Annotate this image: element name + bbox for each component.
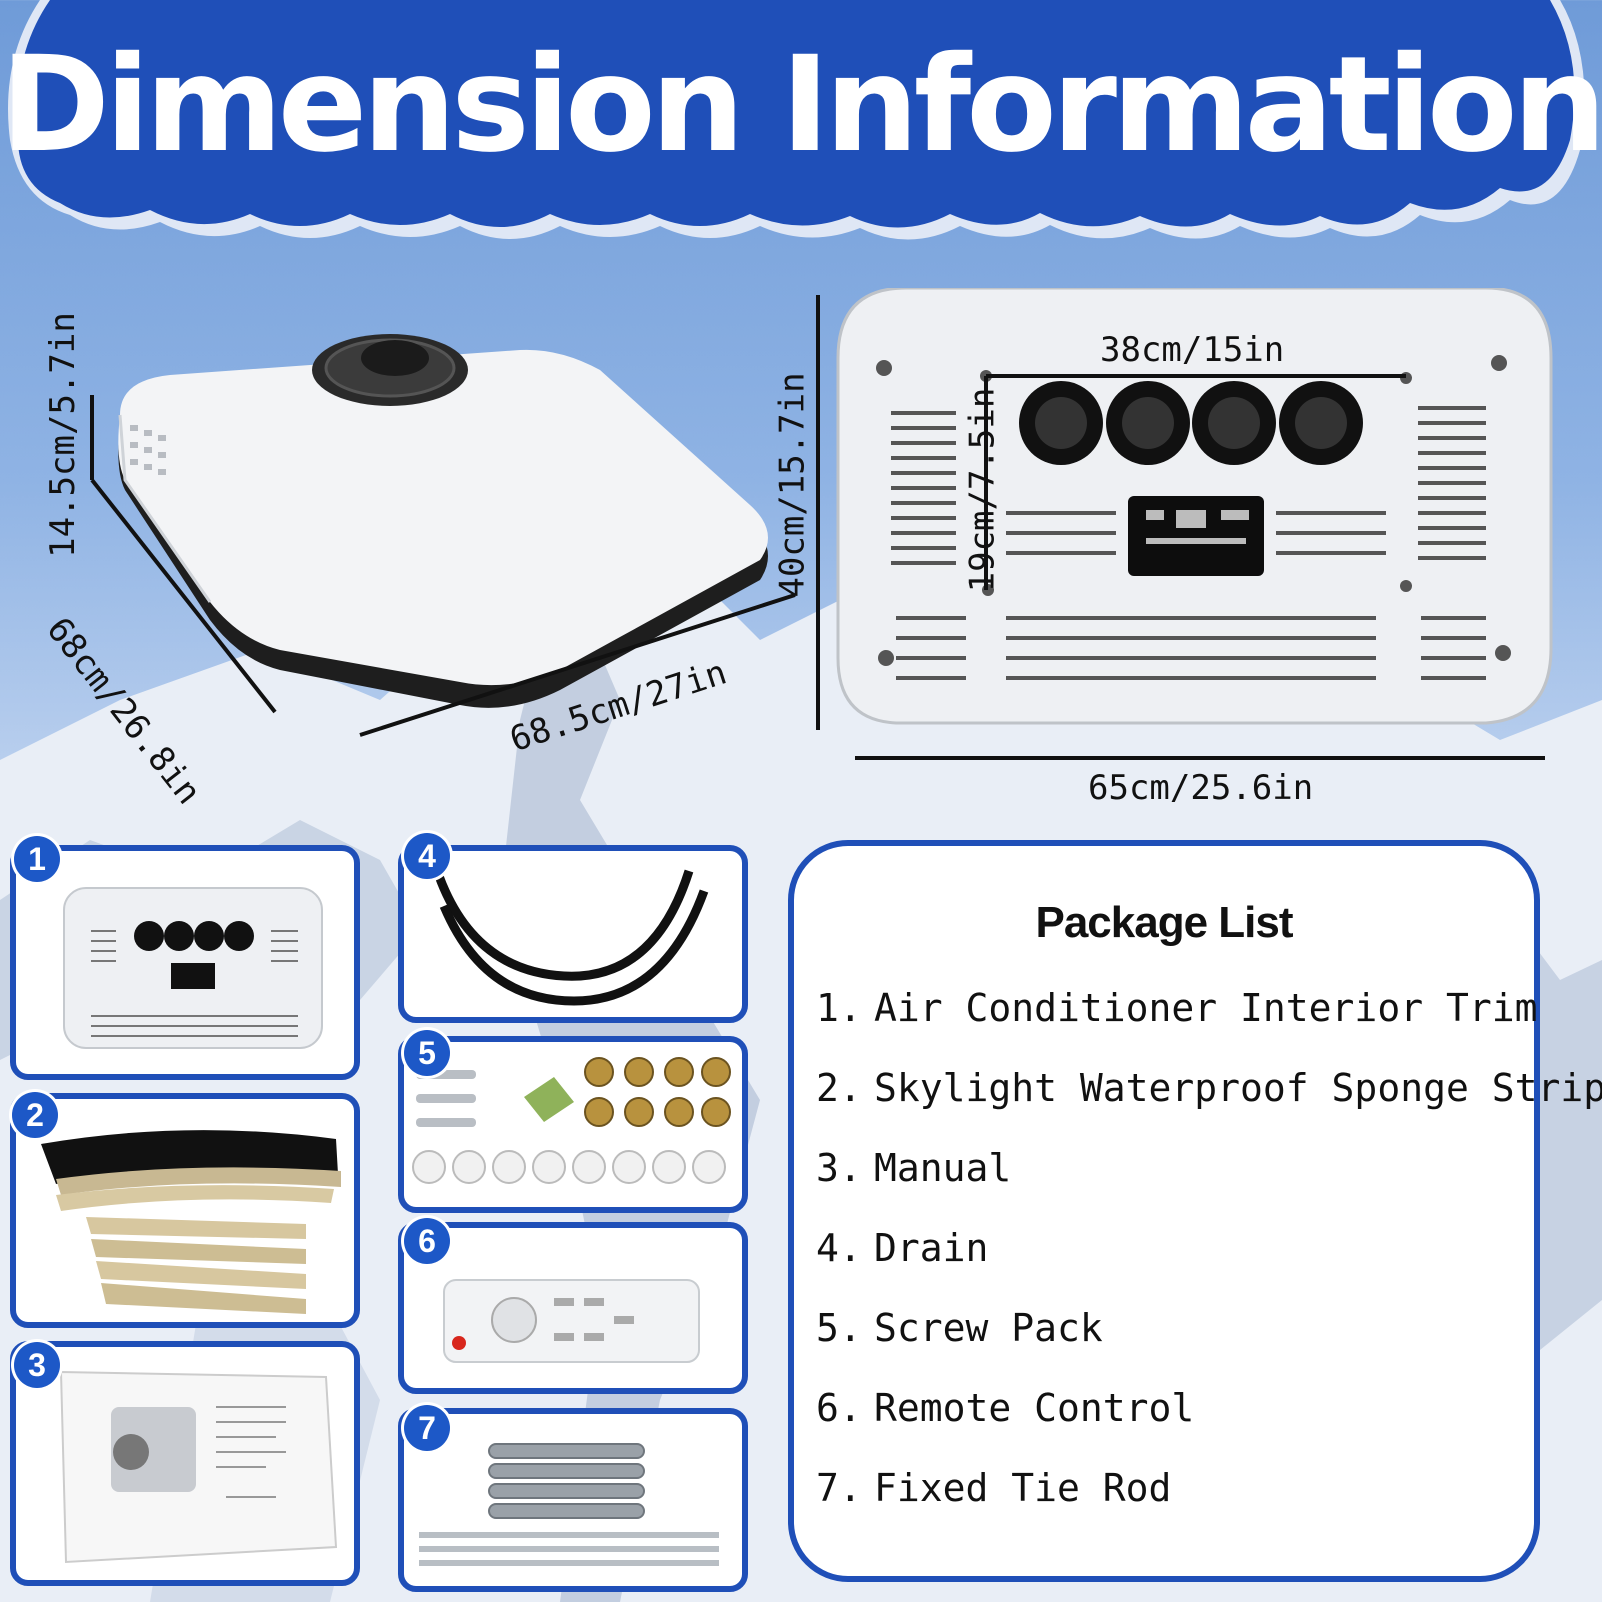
panel-tie-rod: [398, 1408, 748, 1592]
list-item: 5.Screw Pack: [816, 1306, 1103, 1350]
list-item: 4.Drain: [816, 1226, 989, 1270]
panel-interior-trim: [10, 845, 360, 1080]
drain-hoses-thumbnail: [434, 869, 709, 1006]
page-title: Dimension Information: [0, 28, 1602, 182]
list-item: 1.Air Conditioner Interior Trim: [816, 986, 1538, 1030]
package-list-title: Package List: [1035, 898, 1293, 947]
panel-remote-control: [398, 1222, 748, 1394]
panel-drain: [398, 845, 748, 1023]
package-list-card: Package List 1.Air Conditioner Interior …: [788, 840, 1602, 1582]
trim-width-line: [855, 756, 1545, 760]
panel-sponge-strip: [10, 1093, 360, 1328]
sponge-strip-thumbnail: [41, 1130, 341, 1314]
panel-screw-pack: [398, 1036, 748, 1213]
badge-5: 5: [404, 1030, 450, 1076]
list-item: 3.Manual: [816, 1146, 1012, 1190]
list-item: 6.Remote Control: [816, 1386, 1195, 1430]
unit-height-label: 14.5cm/5.7in: [42, 312, 83, 558]
rooftop-dimension-lines: [90, 295, 820, 737]
trim-height-label: 40cm/15.7in: [772, 372, 813, 598]
interior-trim-image: [836, 288, 1553, 725]
banner-shape: [8, 0, 1585, 240]
rooftop-unit-image: [118, 334, 769, 708]
badge-7: 7: [404, 1405, 450, 1451]
package-items: 1.Air Conditioner Interior Trim 2.Skylig…: [816, 978, 1602, 1538]
manual-thumbnail: [59, 1370, 338, 1564]
list-item: 2.Skylight Waterproof Sponge Strip: [816, 1066, 1602, 1110]
trim-width-label: 65cm/25.6in: [1088, 768, 1314, 808]
badge-4: 4: [404, 833, 450, 879]
badge-2: 2: [12, 1092, 58, 1138]
vents-width-label: 38cm/15in: [1100, 330, 1285, 370]
panel-manual: [10, 1341, 360, 1586]
tie-rod-thumbnail: [419, 1443, 719, 1566]
interior-trim-thumbnail: [63, 887, 323, 1049]
list-item: 7.Fixed Tie Rod: [816, 1466, 1172, 1510]
screw-pack-thumbnail: [412, 1057, 731, 1184]
badge-6: 6: [404, 1218, 450, 1264]
remote-control-thumbnail: [443, 1279, 700, 1363]
badge-1: 1: [14, 836, 60, 882]
vents-height-label: 19cm/7.5in: [962, 387, 1003, 593]
badge-3: 3: [14, 1342, 60, 1388]
